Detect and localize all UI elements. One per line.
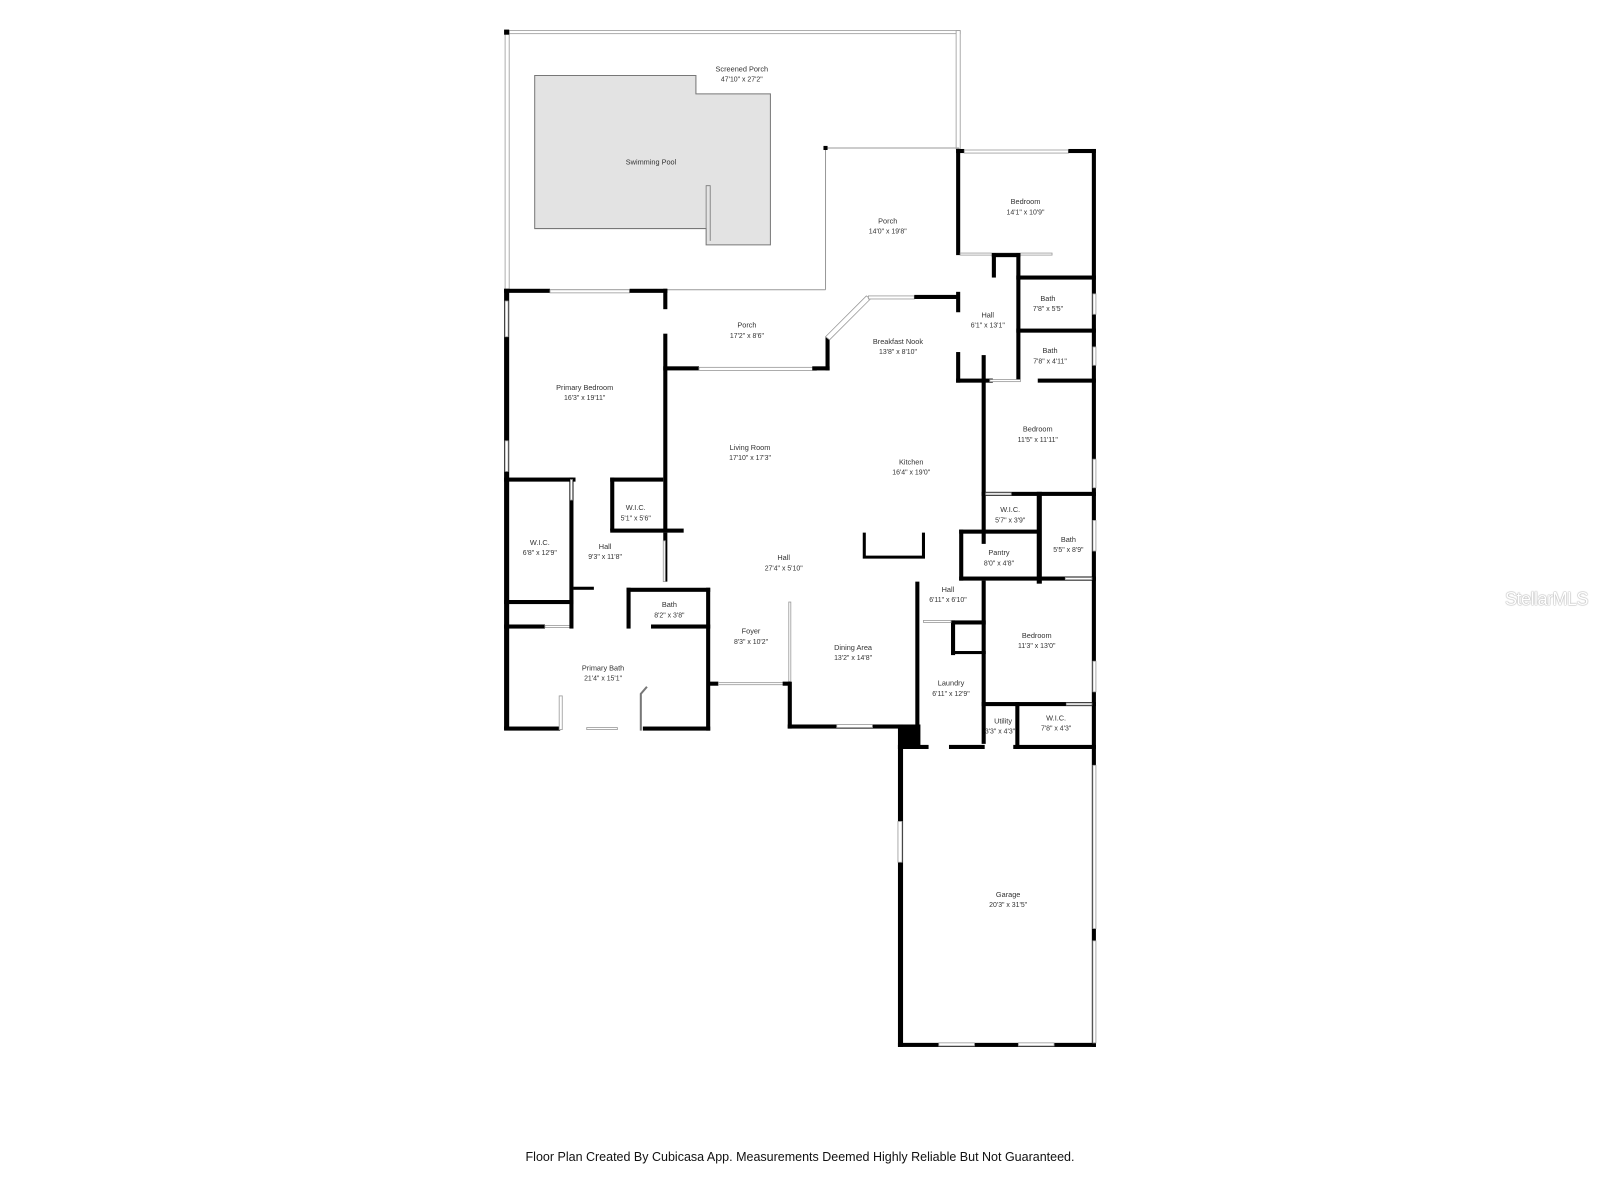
svg-text:13'2" x 14'8": 13'2" x 14'8": [834, 655, 873, 662]
svg-text:6'11" x 6'10": 6'11" x 6'10": [929, 597, 967, 604]
svg-text:17'2" x 8'6": 17'2" x 8'6": [730, 333, 765, 340]
svg-text:Bedroom: Bedroom: [1022, 631, 1052, 640]
svg-text:Hall: Hall: [599, 542, 612, 551]
room-label: W.I.C. 6'8" x 12'9": [523, 538, 558, 557]
room-label: Bath 7'8" x 4'11": [1033, 346, 1067, 365]
room-label: Primary Bedroom 16'3" x 19'11": [556, 383, 613, 402]
svg-text:Porch: Porch: [737, 321, 756, 330]
room-label: Laundry 6'11" x 12'9": [932, 679, 970, 698]
svg-text:Hall: Hall: [942, 585, 955, 594]
svg-text:Bedroom: Bedroom: [1023, 425, 1053, 434]
svg-text:Breakfast Nook: Breakfast Nook: [873, 337, 923, 346]
room-label: Swimming Pool: [626, 157, 677, 166]
svg-text:W.I.C.: W.I.C.: [1046, 713, 1066, 722]
svg-text:14'0" x 19'8": 14'0" x 19'8": [869, 229, 908, 236]
svg-text:Bath: Bath: [662, 600, 677, 609]
room-label: Bath 8'2" x 3'8": [654, 600, 685, 619]
svg-text:47'10" x 27'2": 47'10" x 27'2": [721, 77, 763, 84]
room-label: Hall 6'1" x 13'1": [971, 310, 1006, 329]
svg-text:Utility: Utility: [994, 716, 1012, 725]
room-label: Hall 9'3" x 11'8": [588, 542, 622, 561]
svg-text:Kitchen: Kitchen: [899, 457, 923, 466]
svg-text:8'0" x 4'8": 8'0" x 4'8": [984, 560, 1015, 567]
svg-text:21'4" x 15'1": 21'4" x 15'1": [584, 676, 623, 683]
svg-text:5'7" x 3'9": 5'7" x 3'9": [995, 517, 1026, 524]
room-label: Primary Bath 21'4" x 15'1": [582, 663, 624, 682]
svg-text:16'3" x 19'11": 16'3" x 19'11": [564, 395, 606, 402]
room-label: Hall 27'4" x 5'10": [765, 553, 804, 572]
svg-text:14'1" x 10'9": 14'1" x 10'9": [1007, 209, 1046, 216]
svg-text:7'8" x 5'5": 7'8" x 5'5": [1033, 306, 1064, 313]
svg-text:W.I.C.: W.I.C.: [1000, 505, 1020, 514]
room-labels: Screened Porch 47'10" x 27'2" Swimming Po…: [523, 64, 1084, 909]
svg-text:6'11" x 12'9": 6'11" x 12'9": [932, 691, 970, 698]
svg-text:W.I.C.: W.I.C.: [626, 503, 646, 512]
svg-text:8'2" x 3'8": 8'2" x 3'8": [654, 612, 685, 619]
svg-text:Bedroom: Bedroom: [1011, 197, 1041, 206]
disclaimer-footer: Floor Plan Created By Cubicasa App. Meas…: [525, 1150, 1075, 1164]
room-label: Garage 20'3" x 31'5": [989, 890, 1028, 909]
room-label: Foyer 8'3" x 10'2": [734, 627, 769, 646]
svg-text:Bath: Bath: [1042, 346, 1057, 355]
svg-text:13'8" x 8'10": 13'8" x 8'10": [879, 349, 918, 356]
room-label: Porch 14'0" x 19'8": [869, 216, 908, 235]
svg-text:Swimming Pool: Swimming Pool: [626, 157, 677, 166]
screened-porch-outline: [504, 29, 961, 292]
svg-text:Bath: Bath: [1040, 294, 1055, 303]
room-label: Kitchen 16'4" x 19'0": [892, 457, 931, 476]
svg-text:Primary Bath: Primary Bath: [582, 663, 624, 672]
room-label: Living Room 17'10" x 17'3": [729, 443, 771, 462]
room-label: Hall 6'11" x 6'10": [929, 585, 967, 604]
room-label: Bath 5'5" x 8'9": [1053, 535, 1084, 554]
room-label: W.I.C. 5'1" x 5'6": [621, 503, 652, 522]
svg-text:8'3" x 10'2": 8'3" x 10'2": [734, 639, 769, 646]
svg-text:11'5" x 11'11": 11'5" x 11'11": [1018, 437, 1059, 444]
room-label: Bedroom 14'1" x 10'9": [1007, 197, 1046, 216]
svg-text:16'4" x 19'0": 16'4" x 19'0": [892, 469, 931, 476]
walls: [504, 148, 1097, 1047]
svg-text:Dining Area: Dining Area: [834, 643, 873, 652]
svg-text:6'1" x 13'1": 6'1" x 13'1": [971, 323, 1006, 330]
svg-text:27'4" x 5'10": 27'4" x 5'10": [765, 565, 804, 572]
svg-text:Hall: Hall: [777, 553, 790, 562]
svg-text:Foyer: Foyer: [742, 627, 761, 636]
svg-text:Living Room: Living Room: [730, 443, 771, 452]
room-label: Dining Area 13'2" x 14'8": [834, 643, 873, 662]
svg-text:9'3" x 11'8": 9'3" x 11'8": [588, 554, 622, 561]
svg-text:7'8" x 4'3": 7'8" x 4'3": [1041, 726, 1072, 733]
room-label: Utility 3'3" x 4'3": [985, 716, 1016, 735]
svg-text:Screened Porch: Screened Porch: [716, 64, 769, 73]
svg-text:Laundry: Laundry: [938, 679, 965, 688]
swimming-pool: [534, 75, 771, 246]
room-label: Bath 7'8" x 5'5": [1033, 294, 1064, 313]
svg-text:17'10" x 17'3": 17'10" x 17'3": [729, 455, 771, 462]
svg-text:W.I.C.: W.I.C.: [530, 538, 550, 547]
svg-text:Garage: Garage: [996, 890, 1020, 899]
svg-text:Primary Bedroom: Primary Bedroom: [556, 383, 613, 392]
svg-text:Porch: Porch: [878, 216, 897, 225]
svg-text:20'3" x 31'5": 20'3" x 31'5": [989, 902, 1028, 909]
svg-text:6'8" x 12'9": 6'8" x 12'9": [523, 550, 558, 557]
svg-text:7'8" x 4'11": 7'8" x 4'11": [1033, 358, 1067, 365]
svg-text:5'1" x 5'6": 5'1" x 5'6": [621, 515, 652, 522]
room-label: Bedroom 11'5" x 11'11": [1018, 425, 1059, 444]
svg-text:Hall: Hall: [981, 310, 994, 319]
svg-text:Pantry: Pantry: [988, 548, 1010, 557]
svg-text:5'5" x 8'9": 5'5" x 8'9": [1053, 547, 1084, 554]
room-label: Screened Porch 47'10" x 27'2": [716, 64, 769, 83]
room-label: W.I.C. 5'7" x 3'9": [995, 505, 1026, 524]
room-label: Porch 17'2" x 8'6": [730, 321, 765, 340]
svg-text:11'3" x 13'0": 11'3" x 13'0": [1018, 643, 1056, 650]
room-label: Pantry 8'0" x 4'8": [984, 548, 1015, 567]
svg-text:3'3" x 4'3": 3'3" x 4'3": [985, 729, 1016, 736]
room-label: Bedroom 11'3" x 13'0": [1018, 631, 1056, 650]
svg-text:Bath: Bath: [1061, 535, 1076, 544]
room-label: Breakfast Nook 13'8" x 8'10": [873, 337, 923, 356]
room-label: W.I.C. 7'8" x 4'3": [1041, 713, 1072, 732]
watermark-logo: StellarMLS: [1505, 589, 1589, 609]
